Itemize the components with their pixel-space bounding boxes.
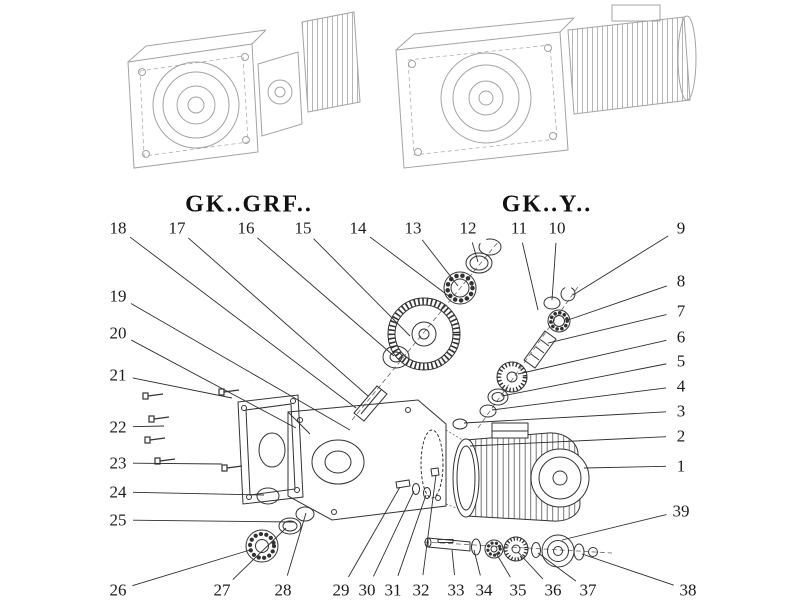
upper-rings [465,238,502,274]
exploded-view [142,238,613,568]
callout-39: 39 [672,501,690,521]
callout-31: 31 [384,580,402,600]
housing [287,399,447,521]
callout-32: 32 [412,580,430,600]
callout-36: 36 [544,580,562,600]
callout-14: 14 [349,218,367,238]
leader-line-4 [491,387,667,411]
callout-18: 18 [109,218,127,238]
flange-screws [142,388,243,472]
callout-13: 13 [404,218,422,238]
leader-line-27 [232,527,287,580]
callout-29: 29 [332,580,350,600]
leader-line-37 [537,552,577,582]
callout-20: 20 [109,323,127,343]
callout-28: 28 [274,580,292,600]
callout-25: 25 [109,510,127,530]
callout-19: 19 [109,286,127,306]
callout-3: 3 [676,401,686,421]
leader-lines [129,235,674,587]
leader-line-25 [132,519,295,523]
leader-line-17 [187,237,369,397]
leader-line-35 [495,552,511,578]
callout-38: 38 [679,580,697,600]
leader-line-6 [517,339,667,375]
leader-line-34 [473,549,481,576]
leader-line-24 [132,491,265,496]
callout-24: 24 [109,482,127,502]
motor [452,422,590,522]
leader-line-8 [567,285,667,321]
callout-9: 9 [676,218,686,238]
leader-line-23 [132,462,223,465]
variant-label-gk-grf: GK..GRF.. [185,191,313,218]
pinion-cluster [452,286,576,430]
callout-22: 22 [109,417,127,437]
leader-line-15 [313,238,411,337]
leader-line-19 [130,303,351,431]
leader-line-13 [421,239,459,287]
callout-35: 35 [509,580,527,600]
callout-26: 26 [109,580,127,600]
leader-line-5 [501,363,667,397]
callout-17: 17 [168,218,186,238]
leader-line-10 [551,242,557,301]
callout-27: 27 [213,580,231,600]
callout-6: 6 [676,327,686,347]
leader-line-14 [369,236,451,298]
leader-line-28 [286,512,307,576]
callout-1: 1 [676,456,686,476]
gearbox-grf-illustration [127,11,361,169]
leader-line-36 [517,551,544,580]
leader-line-1 [583,465,667,469]
main-bearing [443,271,477,305]
leader-line-33 [451,549,455,576]
callout-33: 33 [447,580,465,600]
callout-5: 5 [676,351,686,371]
leader-line-18 [129,236,357,409]
callout-7: 7 [676,301,686,321]
leader-line-12 [471,242,479,263]
leader-line-21 [132,377,233,399]
callout-37: 37 [579,580,597,600]
callout-30: 30 [358,580,376,600]
callout-2: 2 [676,426,686,446]
callout-8: 8 [676,271,686,291]
callout-23: 23 [109,453,127,473]
leader-line-39 [561,514,667,541]
leader-line-26 [132,549,251,587]
seal-rings [245,487,315,563]
output-shaft-assembly [424,534,598,568]
flange-plate [237,394,304,505]
leader-line-31 [397,494,427,576]
leader-line-30 [373,490,415,577]
leader-line-22 [132,425,165,428]
leader-line-32 [422,474,437,576]
gearbox-y-illustration [395,4,697,169]
leader-line-11 [521,242,539,311]
callout-10: 10 [548,218,566,238]
leader-line-9 [572,235,669,296]
callout-11: 11 [510,218,528,238]
leader-line-2 [469,436,667,447]
input-shaft [353,385,388,422]
callout-16: 16 [237,218,255,238]
leader-line-20 [131,339,297,429]
leader-line-16 [257,237,395,357]
variant-label-gk-y: GK..Y.. [501,191,593,218]
leader-line-7 [547,314,667,344]
small-fasteners [395,467,440,499]
leader-line-38 [581,553,674,586]
leader-line-29 [348,486,401,578]
leader-line-3 [463,411,667,424]
callout-15: 15 [294,218,312,238]
callout-21: 21 [109,365,127,385]
main-gear [387,297,461,371]
callout-12: 12 [459,218,477,238]
callout-34: 34 [475,580,493,600]
callout-4: 4 [676,376,686,396]
